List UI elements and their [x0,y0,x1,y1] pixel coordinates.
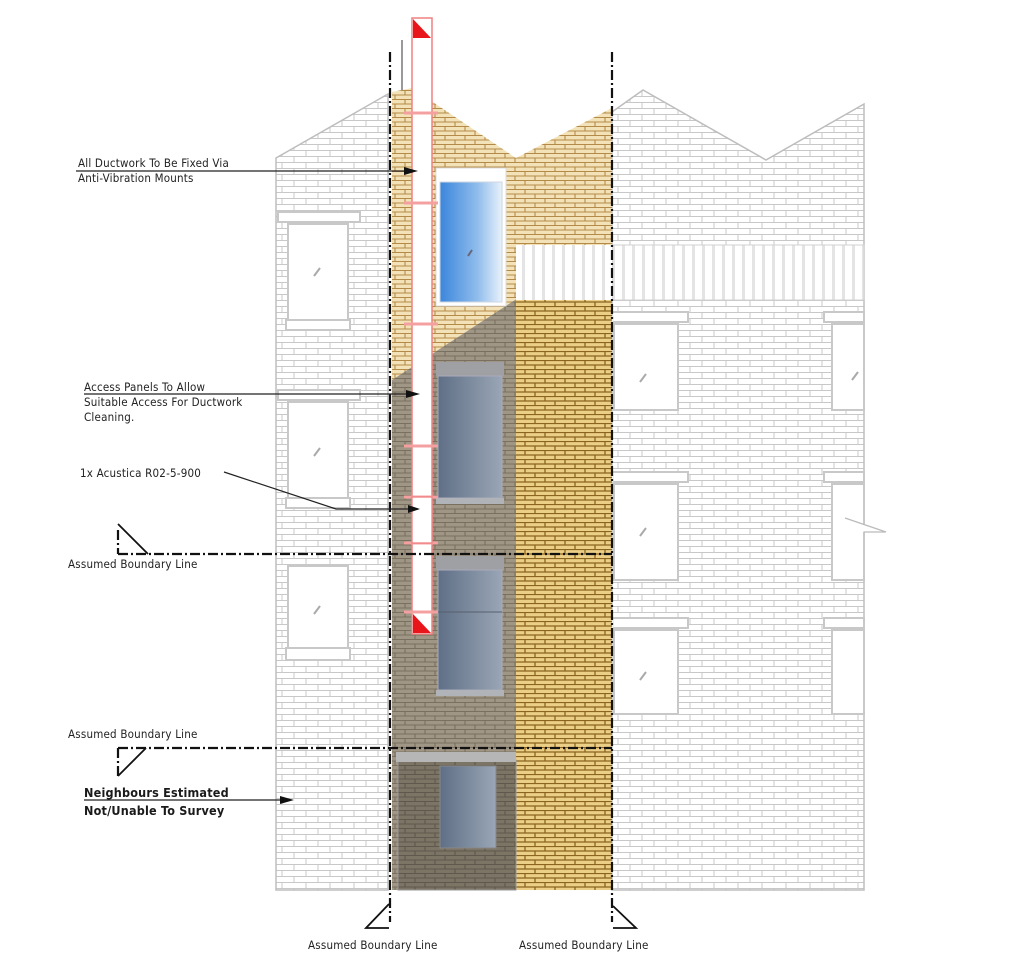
leader-arrowheads [280,167,420,804]
neighbours-note: Neighbours Estimated Not/Unable To Surve… [84,784,229,820]
right-neighbour-building [603,89,887,891]
left-neighbour-building [275,92,389,891]
ductwork-mounts-line2: Anti-Vibration Mounts [78,171,194,185]
boundary-label-left-upper: Assumed Boundary Line [68,557,198,571]
boundary-label-bottom-left: Assumed Boundary Line [308,938,438,952]
acoustic-attenuator [411,496,433,544]
ductwork [404,17,438,635]
access-panels-line3: Cleaning. [84,410,135,424]
boundary-label-bottom-right: Assumed Boundary Line [519,938,649,952]
ductwork-mounts-line1: All Ductwork To Be Fixed Via [78,156,230,170]
access-panels-line1: Access Panels To Allow [84,380,206,394]
neighbours-line2: Not/Unable To Survey [84,803,225,818]
duct-terminal-top-marker [413,19,431,38]
neighbours-line1: Neighbours Estimated [84,785,229,800]
boundary-lines [116,52,614,922]
access-panels-line2: Suitable Access For Ductwork [84,395,243,409]
leader-lines [76,170,418,801]
acoustic-unit-note: 1x Acustica R02-5-900 [80,466,202,480]
access-panels-note: Access Panels To Allow Suitable Access F… [84,380,243,425]
boundary-label-left-lower: Assumed Boundary Line [68,727,198,741]
ductwork-mounts-note: All Ductwork To Be Fixed Via Anti-Vibrat… [78,156,229,186]
duct-terminal-bottom-marker [413,614,431,633]
boundary-markers [117,523,639,929]
